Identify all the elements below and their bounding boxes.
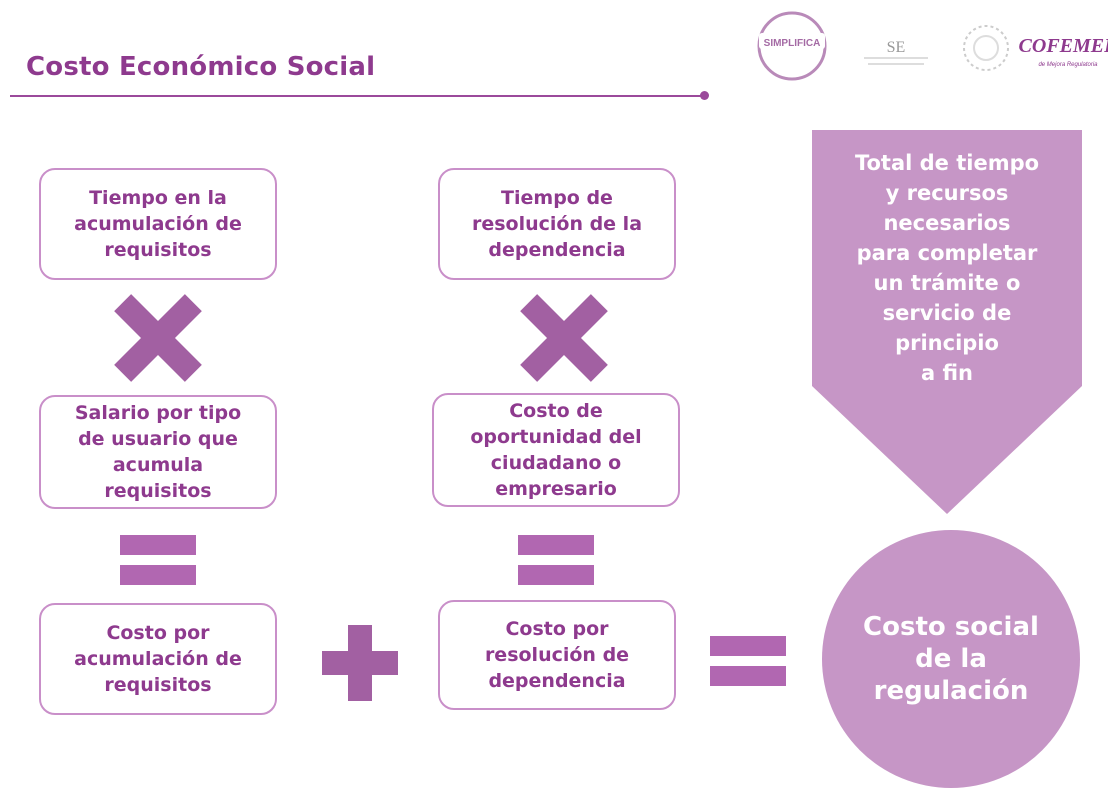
national-seal-logo bbox=[963, 25, 1009, 71]
result-line-1: Costo social bbox=[863, 612, 1039, 642]
arrow-line-5: un trámite o bbox=[873, 271, 1021, 295]
opportunity-cost-box: Costo de oportunidad del ciudadano o emp… bbox=[432, 393, 680, 507]
arrow-line-2: y recursos bbox=[885, 181, 1009, 205]
resolution-cost-box: Costo por resolución de dependencia bbox=[438, 600, 676, 710]
equals-icon bbox=[710, 636, 786, 686]
opportunity-cost-line-3: ciudadano o bbox=[490, 452, 622, 474]
salary-line-4: requisitos bbox=[104, 480, 212, 502]
cofemer-logo-subtitle: de Mejora Regulatoria bbox=[1038, 62, 1098, 68]
accumulation-cost-box: Costo por acumulación de requisitos bbox=[39, 603, 277, 715]
time-accumulation-line-2: acumulación de bbox=[74, 213, 242, 235]
accumulation-cost-line-3: requisitos bbox=[104, 674, 212, 696]
arrow-line-1: Total de tiempo bbox=[854, 151, 1040, 175]
salary-line-1: Salario por tipo bbox=[74, 402, 242, 424]
arrow-line-3: necesarios bbox=[883, 211, 1011, 235]
multiply-icon bbox=[526, 300, 602, 376]
arrow-line-7: principio bbox=[895, 331, 999, 355]
accumulation-cost-line-2: acumulación de bbox=[74, 648, 242, 670]
simplifica-logo: SIMPLIFICA bbox=[757, 11, 827, 81]
arrow-line-4: para completar bbox=[856, 241, 1038, 265]
result-line-2: de la bbox=[915, 644, 987, 674]
total-time-arrow bbox=[812, 130, 1082, 514]
resolution-time-line-2: resolución de la bbox=[471, 213, 643, 235]
resolution-time-box: Tiempo de resolución de la dependencia bbox=[438, 168, 676, 280]
time-accumulation-box: Tiempo en la acumulación de requisitos bbox=[39, 168, 277, 280]
arrow-line-8: a fin bbox=[921, 361, 973, 385]
resolution-time-line-1: Tiempo de bbox=[501, 187, 613, 209]
salary-box: Salario por tipo de usuario que acumula … bbox=[39, 395, 277, 509]
salary-line-2: de usuario que bbox=[78, 428, 238, 450]
result-line-3: regulación bbox=[873, 676, 1029, 706]
title-divider bbox=[10, 95, 704, 97]
opportunity-cost-line-4: empresario bbox=[495, 478, 617, 500]
se-logo-text: SE bbox=[887, 39, 906, 56]
resolution-cost-line-3: dependencia bbox=[488, 670, 626, 692]
social-cost-circle: Costo social de la regulación bbox=[822, 530, 1080, 788]
equals-icon bbox=[120, 535, 196, 585]
logo-strip: SIMPLIFICA SE COFEMER de Mejora Regulato… bbox=[757, 11, 1108, 81]
page-title: Costo Económico Social bbox=[26, 52, 376, 82]
multiply-icon bbox=[120, 300, 196, 376]
opportunity-cost-line-1: Costo de bbox=[509, 400, 603, 422]
se-logo: SE bbox=[864, 39, 928, 65]
cofemer-logo: COFEMER de Mejora Regulatoria bbox=[1019, 35, 1108, 68]
total-time-arrow-text: Total de tiempo y recursos necesarios pa… bbox=[826, 148, 1068, 388]
salary-line-3: acumula bbox=[112, 454, 204, 476]
simplifica-logo-text: SIMPLIFICA bbox=[764, 38, 821, 49]
title-divider-dot bbox=[700, 91, 709, 100]
arrow-line-6: servicio de bbox=[882, 301, 1012, 325]
resolution-cost-line-2: resolución de bbox=[484, 644, 630, 666]
plus-icon bbox=[322, 625, 398, 701]
accumulation-cost-line-1: Costo por bbox=[106, 622, 210, 644]
resolution-cost-line-1: Costo por bbox=[505, 618, 609, 640]
time-accumulation-line-3: requisitos bbox=[104, 239, 212, 261]
cofemer-logo-text: COFEMER bbox=[1019, 35, 1108, 57]
resolution-time-line-3: dependencia bbox=[488, 239, 626, 261]
opportunity-cost-line-2: oportunidad del bbox=[470, 426, 642, 448]
equals-icon bbox=[518, 535, 594, 585]
time-accumulation-line-1: Tiempo en la bbox=[89, 187, 227, 209]
